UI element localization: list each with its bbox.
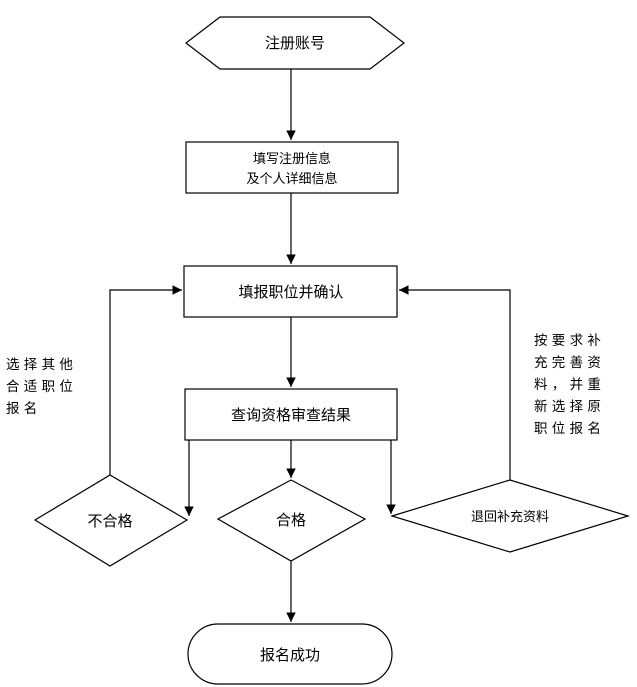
note-left-line-3: 报 名 xyxy=(6,401,37,417)
node-query-label: 查询资格审查结果 xyxy=(231,406,351,424)
node-success-label: 报名成功 xyxy=(260,646,320,664)
node-success: 报名成功 xyxy=(187,623,393,685)
node-returned: 退回补充资料 xyxy=(389,479,631,553)
note-right-line-1: 按 要 求 补 xyxy=(534,333,601,349)
node-apply-label: 填报职位并确认 xyxy=(238,283,343,301)
node-fail-label: 不合格 xyxy=(87,512,132,530)
edge-returned-back-to-apply xyxy=(399,285,511,480)
note-left-line-1: 选 择 其 他 xyxy=(6,357,73,373)
node-apply: 填报职位并确认 xyxy=(183,265,398,318)
edge-fail-back-to-apply xyxy=(109,285,182,475)
node-pass-label: 合格 xyxy=(276,511,306,529)
node-returned-label: 退回补充资料 xyxy=(471,509,549,525)
node-pass: 合格 xyxy=(216,479,367,562)
node-query: 查询资格审查结果 xyxy=(184,388,398,441)
node-register-label: 注册账号 xyxy=(265,34,325,52)
note-right-line-3: 料 ， 并 重 xyxy=(534,377,601,393)
note-left-line-2: 合 适 职 位 xyxy=(6,379,73,395)
node-fill-info: 填写注册信息 及个人详细信息 xyxy=(185,141,399,194)
node-fill-info-line-2: 及个人详细信息 xyxy=(246,171,337,187)
note-right-line-2: 充 完 善 资 xyxy=(534,355,601,371)
node-fail: 不合格 xyxy=(33,474,189,567)
note-right: 按 要 求 补 充 完 善 资 料 ， 并 重 新 选 择 原 职 位 报 名 xyxy=(534,333,601,437)
note-left: 选 择 其 他 合 适 职 位 报 名 xyxy=(6,357,73,417)
node-register: 注册账号 xyxy=(185,16,405,70)
note-right-line-4: 新 选 择 原 xyxy=(534,399,601,415)
note-right-line-5: 职 位 报 名 xyxy=(534,421,601,437)
node-fill-info-line-1: 填写注册信息 xyxy=(253,151,331,167)
